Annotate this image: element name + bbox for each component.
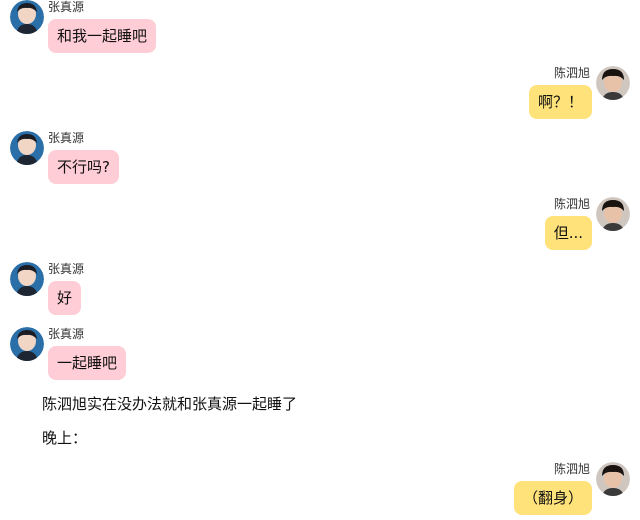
avatar-chen[interactable] <box>596 462 630 496</box>
speaker-name: 陈泗旭 <box>553 66 590 80</box>
avatar-chen[interactable] <box>596 197 630 231</box>
chat-message-1: 张真源 和我一起睡吧 <box>0 0 640 56</box>
chat-message-5: 张真源 好 <box>0 262 640 318</box>
chat-message-4: 陈泗旭 但... <box>0 197 640 253</box>
message-bubble[interactable]: （翻身） <box>513 481 592 515</box>
message-bubble[interactable]: 一起睡吧 <box>48 346 127 380</box>
speaker-name: 张真源 <box>48 131 85 145</box>
speaker-name: 张真源 <box>48 0 85 14</box>
message-bubble[interactable]: 好 <box>48 281 82 315</box>
avatar-chen[interactable] <box>596 66 630 100</box>
speaker-name: 张真源 <box>48 327 85 341</box>
message-bubble[interactable]: 和我一起睡吧 <box>48 19 157 53</box>
speaker-name: 张真源 <box>48 262 85 276</box>
avatar-zhang[interactable] <box>10 327 44 361</box>
narration-line-2: 晚上： <box>42 429 88 447</box>
message-bubble[interactable]: 但... <box>544 216 592 250</box>
avatar-zhang[interactable] <box>10 131 44 165</box>
avatar-zhang[interactable] <box>10 262 44 296</box>
avatar-zhang[interactable] <box>10 0 44 34</box>
narration-line-1: 陈泗旭实在没办法就和张真源一起睡了 <box>42 395 298 413</box>
chat-message-2: 陈泗旭 啊？！ <box>0 66 640 122</box>
chat-message-3: 张真源 不行吗? <box>0 131 640 187</box>
chat-message-6: 张真源 一起睡吧 <box>0 327 640 383</box>
chat-message-7: 陈泗旭 （翻身） <box>0 462 640 518</box>
message-bubble[interactable]: 不行吗? <box>48 150 119 184</box>
message-bubble[interactable]: 啊？！ <box>528 85 592 119</box>
speaker-name: 陈泗旭 <box>553 197 590 211</box>
speaker-name: 陈泗旭 <box>553 462 590 476</box>
